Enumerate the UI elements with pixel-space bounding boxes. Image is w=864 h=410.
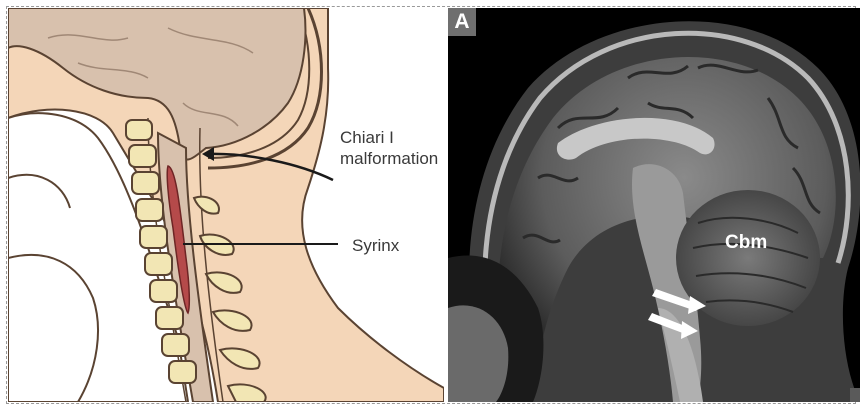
vertebra <box>150 280 177 302</box>
chiari-illustration: Chiari I malformation Syrinx <box>8 8 444 402</box>
vertebra <box>129 145 156 167</box>
panel-label: A <box>448 8 476 36</box>
vertebra <box>156 307 183 329</box>
vertebra <box>145 253 172 275</box>
cerebellum-label: Cbm <box>725 232 767 254</box>
corner-marker <box>850 388 860 402</box>
vertebra <box>132 172 159 194</box>
vertebra <box>136 199 163 221</box>
mri-scan: A Cbm <box>448 8 860 402</box>
mri-svg <box>448 8 860 402</box>
vertebra <box>126 120 152 140</box>
vertebra <box>140 226 167 248</box>
illustration-svg <box>8 8 444 402</box>
vertebra <box>162 334 189 356</box>
chiari-label: Chiari I malformation <box>340 127 444 169</box>
vertebra <box>169 361 196 383</box>
syrinx-label: Syrinx <box>352 235 399 256</box>
